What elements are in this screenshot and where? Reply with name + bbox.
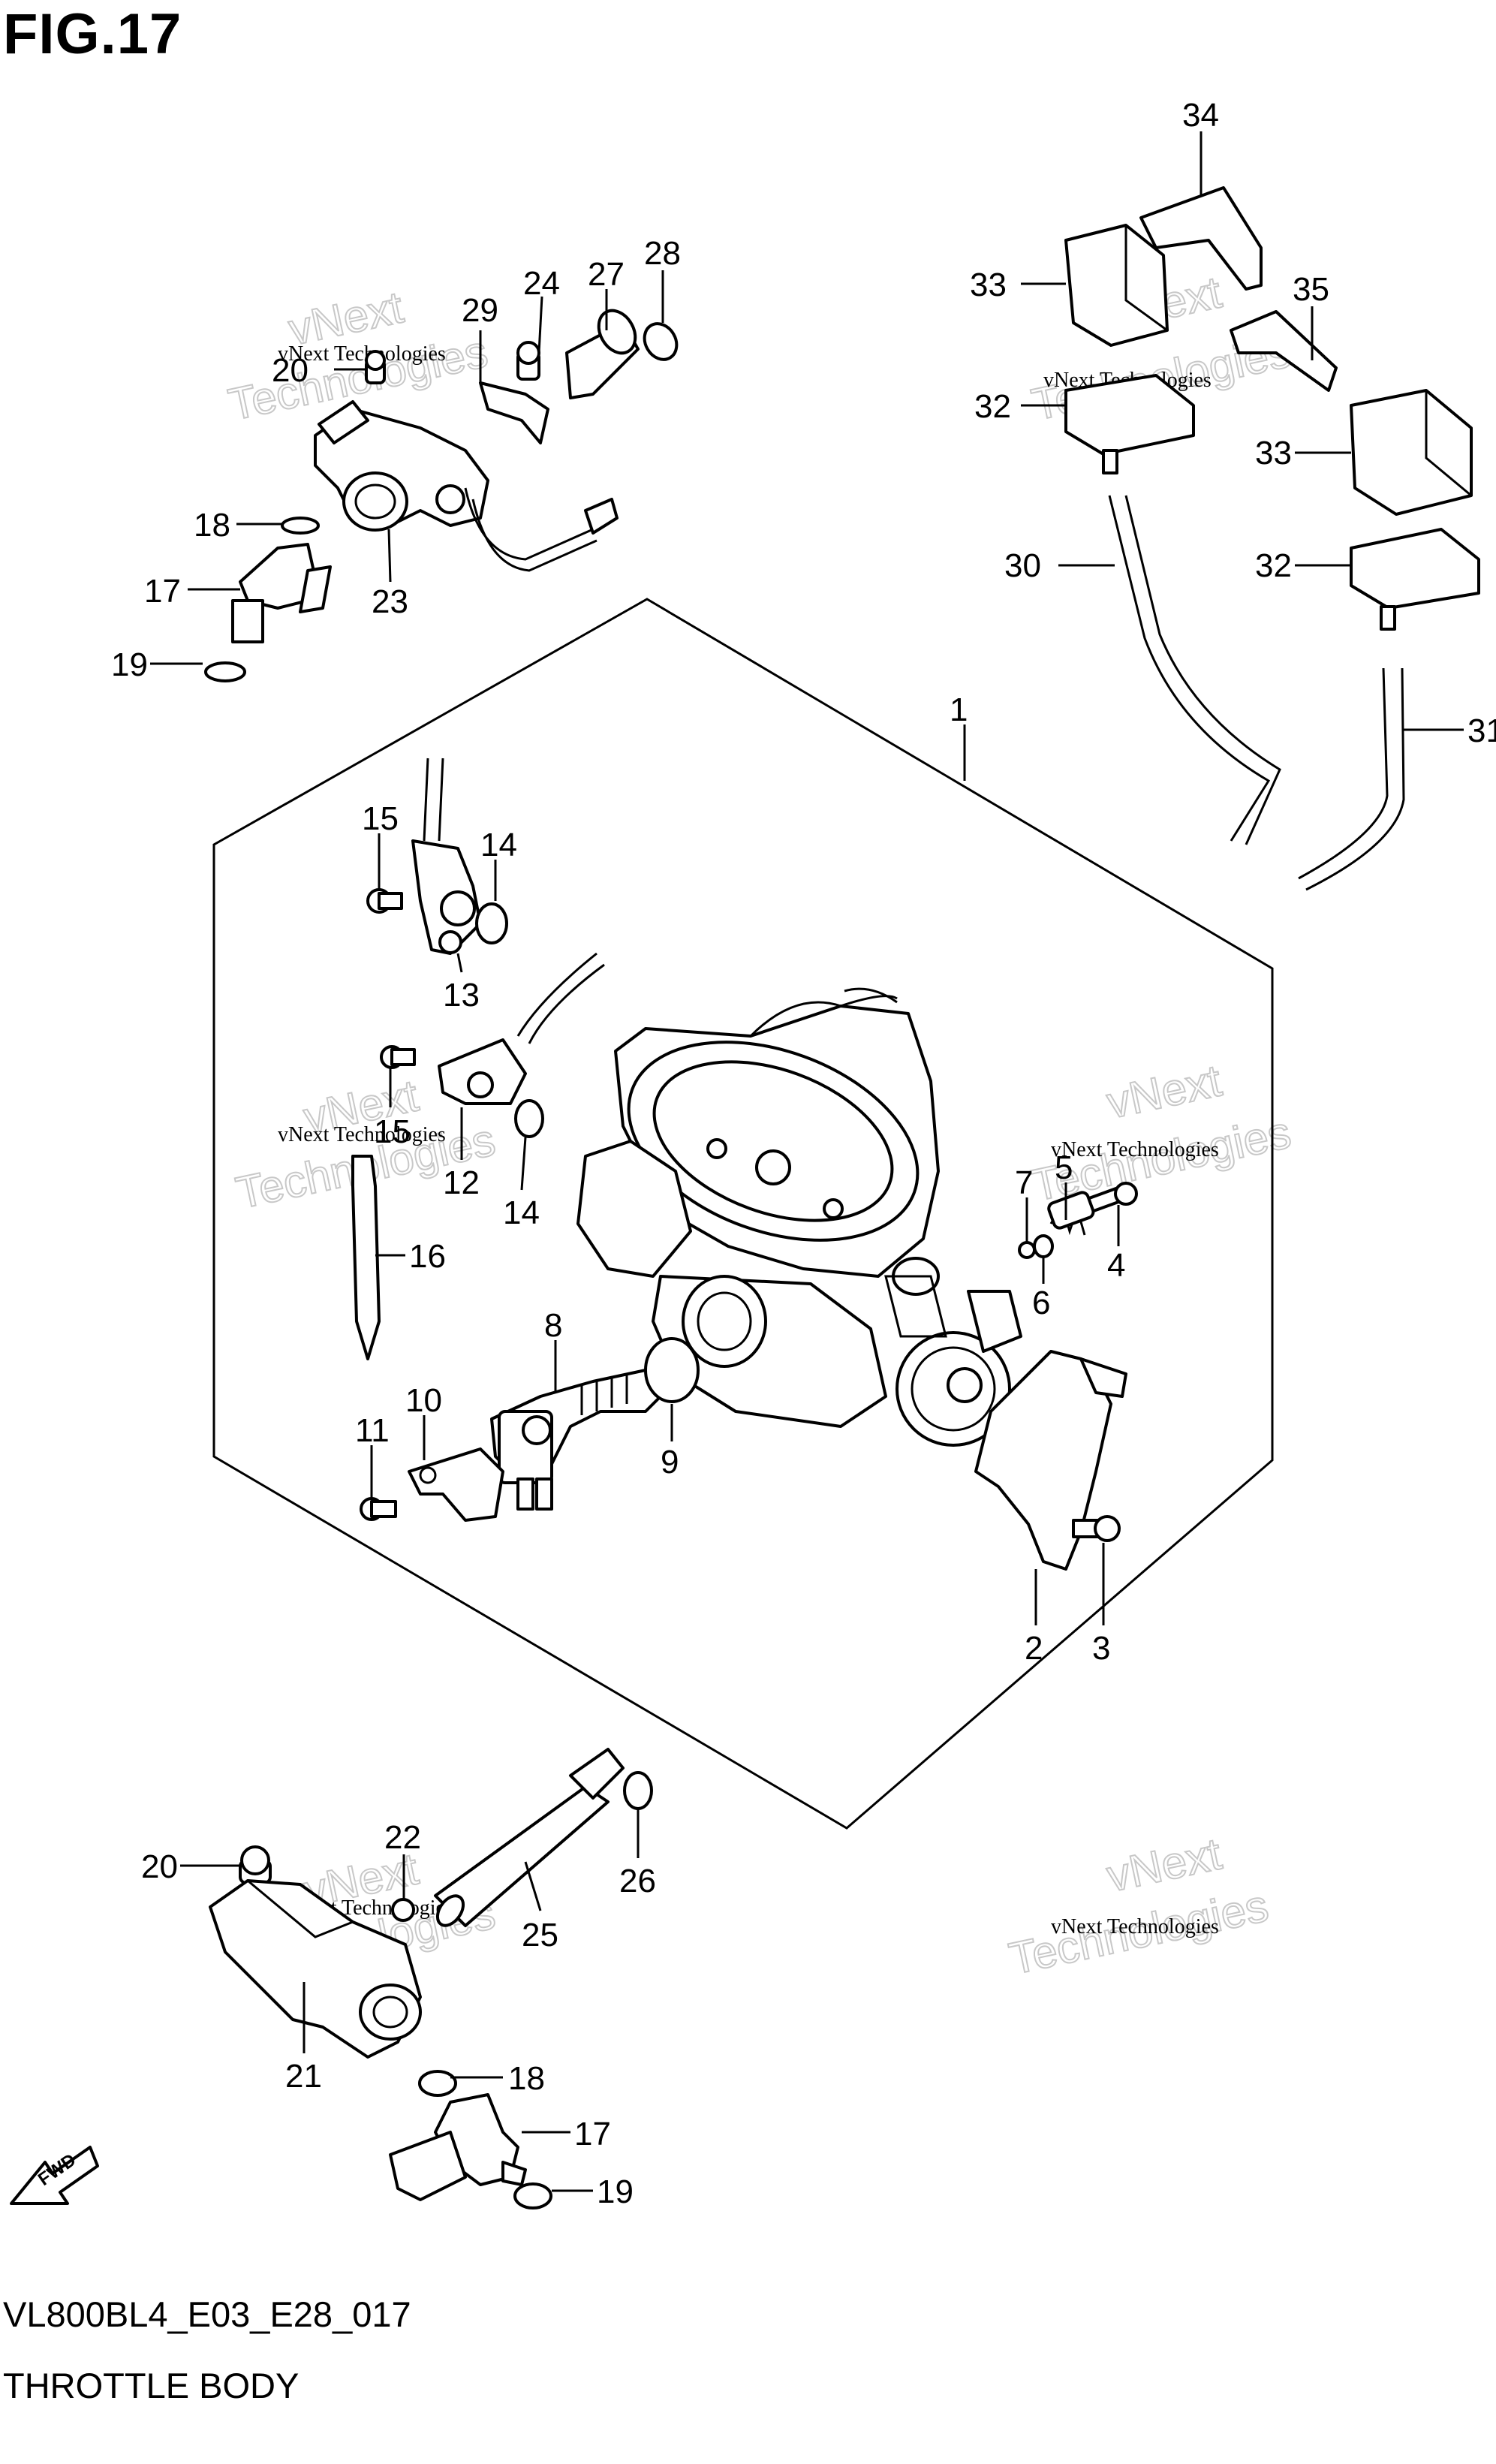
callout-14b: 14 bbox=[503, 1194, 540, 1231]
leader-lines bbox=[150, 131, 1464, 2192]
bolt-20-upper bbox=[365, 350, 386, 384]
watermark-small-6: vNext Technologies bbox=[1051, 1915, 1219, 1938]
callout-11: 11 bbox=[355, 1412, 390, 1449]
callout-6: 6 bbox=[1032, 1285, 1050, 1321]
hose-30 bbox=[1108, 495, 1281, 845]
washer-22 bbox=[391, 1898, 415, 1922]
o-ring-19-lower bbox=[513, 2182, 552, 2209]
callout-15b: 15 bbox=[374, 1113, 411, 1150]
pipe-25 bbox=[434, 1748, 625, 1927]
callout-23: 23 bbox=[372, 583, 408, 620]
callout-33a: 33 bbox=[970, 267, 1007, 303]
callout-18b: 18 bbox=[508, 2060, 545, 2097]
washer-7 bbox=[1018, 1241, 1036, 1259]
callout-17b: 17 bbox=[574, 2116, 611, 2152]
watermark-small-3: vNext Technologies bbox=[278, 1123, 446, 1146]
o-ring-26 bbox=[623, 1771, 653, 1810]
callout-9: 9 bbox=[661, 1444, 679, 1481]
callout-1: 1 bbox=[950, 691, 968, 728]
cover-33-upper bbox=[1064, 224, 1169, 347]
callout-27: 27 bbox=[588, 256, 625, 293]
o-ring-9 bbox=[644, 1337, 700, 1403]
callout-22: 22 bbox=[384, 1819, 421, 1856]
sensor-32-upper bbox=[1064, 374, 1195, 474]
screw-15-lower bbox=[380, 1045, 416, 1069]
sensor-8 bbox=[490, 1369, 662, 1511]
injector-17-upper bbox=[231, 543, 332, 643]
watermark-small-1: vNext Technologies bbox=[278, 342, 446, 366]
bolt-24 bbox=[516, 341, 540, 381]
callout-26: 26 bbox=[619, 1863, 656, 1899]
clip-29 bbox=[479, 381, 549, 444]
fuel-rail-upper bbox=[314, 400, 619, 572]
callout-30: 30 bbox=[1004, 547, 1041, 584]
watermark-small-4: vNext Technologies bbox=[1051, 1138, 1219, 1161]
callout-2: 2 bbox=[1025, 1630, 1043, 1667]
o-ring-14-lower bbox=[514, 1099, 544, 1138]
callout-28: 28 bbox=[644, 235, 681, 272]
callout-25: 25 bbox=[522, 1917, 558, 1953]
callout-29: 29 bbox=[462, 292, 498, 329]
callout-17a: 17 bbox=[144, 573, 181, 610]
assembly-boundary bbox=[212, 598, 1274, 1830]
callout-32a: 32 bbox=[974, 388, 1011, 425]
callout-24: 24 bbox=[523, 265, 560, 302]
callout-14a: 14 bbox=[480, 827, 517, 863]
sensor-12 bbox=[438, 952, 605, 1105]
o-ring-19-upper bbox=[204, 661, 246, 682]
callout-33b: 33 bbox=[1255, 435, 1292, 471]
o-ring-18-upper bbox=[281, 517, 320, 535]
callout-35: 35 bbox=[1293, 271, 1329, 308]
throttle-pulley bbox=[884, 1257, 1022, 1447]
watermark-large-4a: vNext bbox=[1103, 1055, 1226, 1128]
callout-labels: 1 2 3 4 5 6 7 8 9 10 11 12 13 14 14 15 1… bbox=[111, 97, 1496, 2210]
bracket-34 bbox=[1139, 186, 1263, 291]
bracket-10 bbox=[408, 1447, 504, 1522]
callout-4: 4 bbox=[1107, 1247, 1125, 1284]
callout-5: 5 bbox=[1055, 1149, 1073, 1186]
screw-3 bbox=[1072, 1515, 1121, 1542]
callout-13: 13 bbox=[443, 977, 480, 1014]
callout-3: 3 bbox=[1092, 1630, 1110, 1667]
callout-21: 21 bbox=[285, 2058, 322, 2095]
hose-31 bbox=[1298, 667, 1405, 891]
sensor-32-lower bbox=[1350, 528, 1480, 631]
throttle-position-sensor-13 bbox=[411, 758, 482, 955]
screw-15-upper bbox=[366, 888, 403, 914]
cover-33-lower bbox=[1350, 389, 1473, 516]
injector-17-lower bbox=[389, 2093, 527, 2201]
cable-tie-16 bbox=[351, 1155, 381, 1360]
fuel-rail-lower-21 bbox=[209, 1879, 422, 2059]
callout-12: 12 bbox=[443, 1164, 480, 1201]
figure-title: FIG.17 bbox=[3, 2, 182, 66]
callout-10: 10 bbox=[405, 1382, 442, 1419]
throttle-body-1 bbox=[576, 987, 940, 1428]
callout-19b: 19 bbox=[597, 2173, 634, 2210]
watermark-large-6a: vNext bbox=[1103, 1828, 1226, 1901]
callout-18a: 18 bbox=[194, 507, 230, 544]
diagram-name: THROTTLE BODY bbox=[3, 2366, 300, 2405]
callout-7: 7 bbox=[1015, 1164, 1033, 1201]
o-ring-18-lower bbox=[418, 2070, 457, 2097]
callout-19a: 19 bbox=[111, 646, 148, 683]
o-ring-14-upper bbox=[475, 902, 508, 944]
callout-31: 31 bbox=[1467, 712, 1496, 749]
screw-11 bbox=[360, 1497, 397, 1521]
callout-16: 16 bbox=[409, 1238, 446, 1275]
callout-20b: 20 bbox=[141, 1848, 178, 1885]
pressure-regulator-27 bbox=[565, 309, 640, 399]
callout-32b: 32 bbox=[1255, 547, 1292, 584]
callout-34: 34 bbox=[1182, 97, 1219, 134]
diagram-code: VL800BL4_E03_E28_017 bbox=[3, 2294, 411, 2334]
washer-6 bbox=[1033, 1234, 1054, 1258]
callout-20a: 20 bbox=[272, 352, 309, 389]
bracket-35 bbox=[1230, 310, 1338, 392]
callout-8: 8 bbox=[544, 1307, 562, 1344]
forward-arrow: FWD bbox=[10, 2146, 99, 2205]
bolt-20-lower bbox=[239, 1845, 272, 1884]
o-ring-28 bbox=[643, 322, 679, 361]
callout-15a: 15 bbox=[362, 800, 399, 837]
screw-4 bbox=[1079, 1182, 1138, 1215]
